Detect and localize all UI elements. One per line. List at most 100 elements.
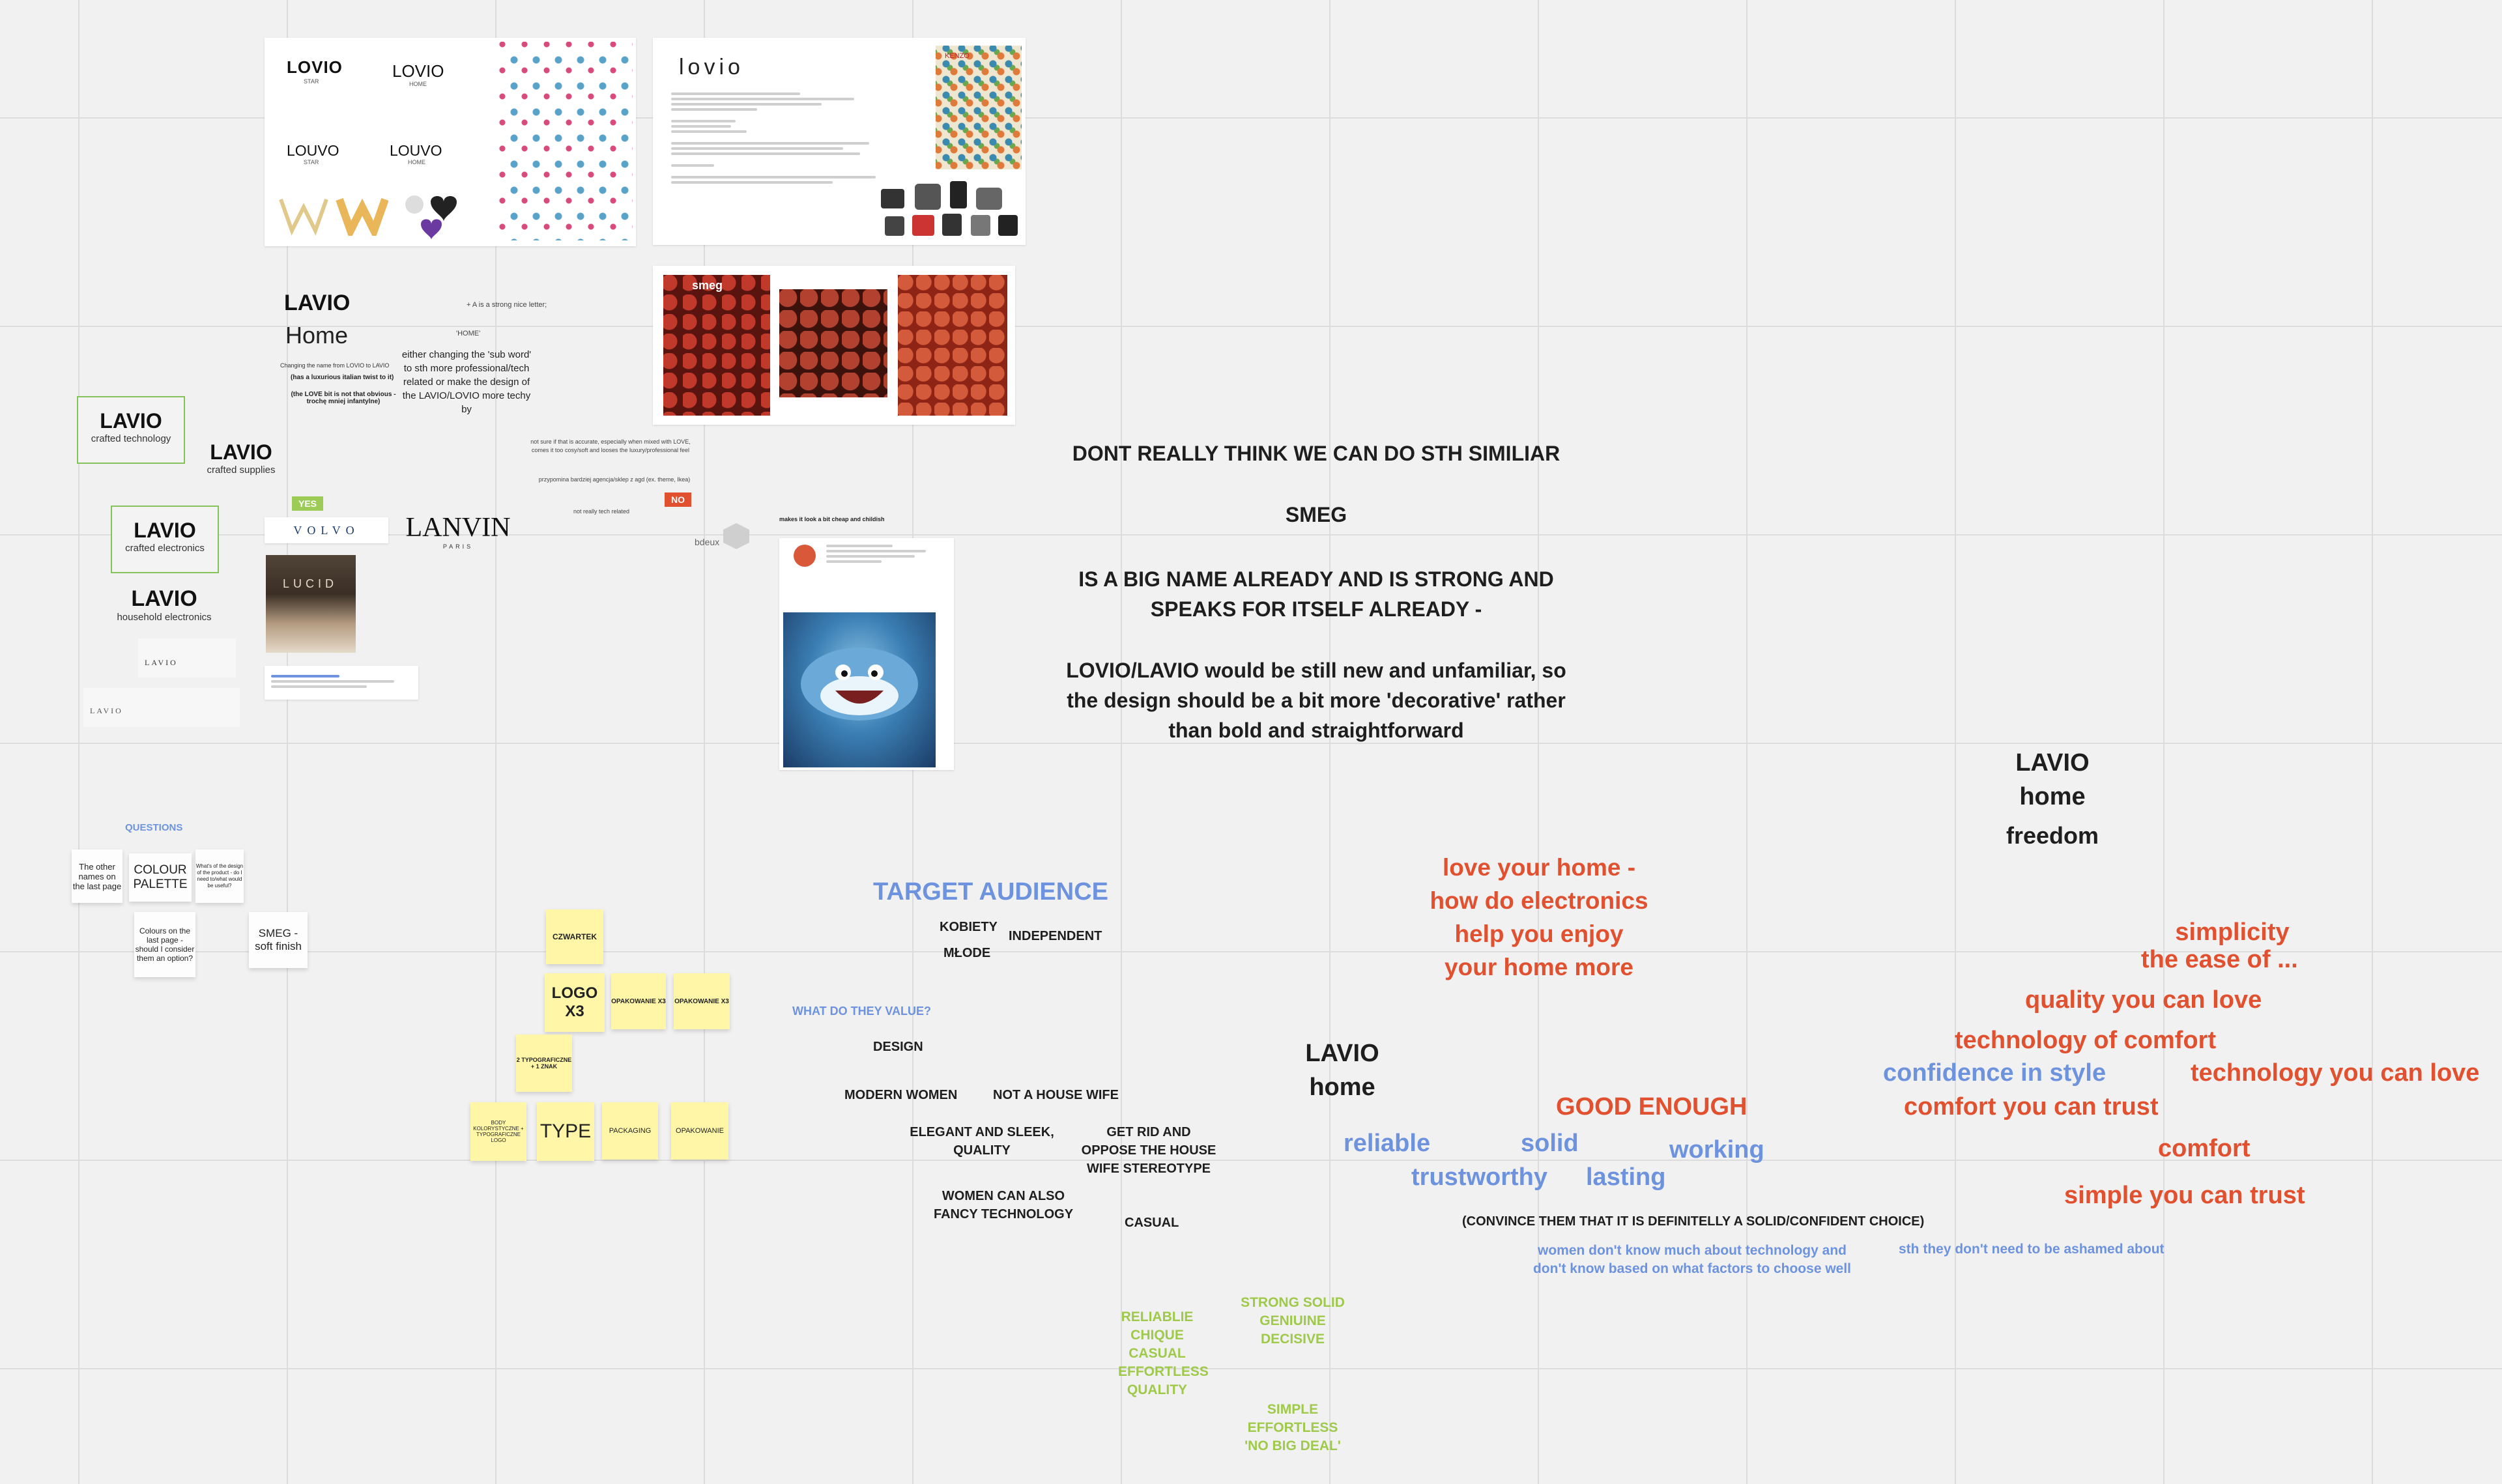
women-tech-note: women don't know much about technology a… [1532, 1243, 1852, 1276]
task-packaging[interactable]: PACKAGING [602, 1102, 658, 1160]
logo-exploration-frame[interactable]: LOVIO STAR LOVIO HOME LOUVO STAR LOUVO H… [265, 38, 636, 246]
word-comfort-trust: comfort you can trust [1904, 1093, 2159, 1120]
center-lavio-home: home [1309, 1074, 1375, 1101]
logo-lovio-home: LOVIO [392, 61, 444, 81]
lavio-home-title: LAVIO [284, 291, 351, 315]
word-comfort: comfort [2158, 1135, 2250, 1162]
smeg-statement-line4: LOVIO/LAVIO would be still new and unfam… [1066, 659, 1566, 742]
value-get-rid: GET RID AND OPPOSE THE HOUSE WIFE STEREO… [1081, 1125, 1216, 1176]
questions-title: QUESTIONS [125, 822, 183, 833]
lavio-crafted-supplies: LAVIO crafted supplies [195, 440, 287, 476]
center-lavio-name: LAVIO [1305, 1040, 1379, 1067]
home-quote-note: 'HOME' [456, 330, 481, 337]
sub-word-note: either changing the 'sub word' to sth mo… [401, 349, 532, 415]
lavio-crafted-electronics-card[interactable]: LAVIO crafted electronics [111, 506, 219, 573]
value-elegant-sleek: ELEGANT AND SLEEK, QUALITY [910, 1125, 1054, 1158]
smeg-mixer-image [663, 275, 770, 416]
lanvin-wordmark: LANVIN [405, 513, 511, 543]
task-opakowanie-3[interactable]: OPAKOWANIE [671, 1102, 728, 1160]
green-words-reliable: RELIABLIE CHIQUE CASUAL EFFORTLESS QUALI… [1118, 1309, 1209, 1397]
smeg-reference-frame[interactable]: smeg [653, 266, 1015, 425]
website-screenshot-1: LAVIO [138, 638, 236, 678]
smeg-statement-line1: DONT REALLY THINK WE CAN DO STH SIMILIAR [1072, 442, 1560, 465]
social-profile-screenshot [779, 538, 954, 770]
small-wordmark: LAVIO [90, 706, 123, 715]
not-ashamed-note: sth they don't need to be ashamed about [1899, 1242, 2164, 1257]
question-smeg-finish[interactable]: SMEG - soft finish [249, 912, 308, 968]
word-tech-love: technology you can love [2191, 1059, 2480, 1087]
lavio-household-electronics: LAVIO household electronics [104, 586, 224, 623]
word-quality-love: quality you can love [2025, 986, 2262, 1014]
logo-louvo-home: LOUVO [390, 142, 442, 159]
lavio-home-subtitle: Home [285, 322, 349, 349]
task-type[interactable]: TYPE [537, 1102, 594, 1161]
variant-sub: crafted supplies [207, 464, 276, 476]
green-words-simple: SIMPLE EFFORTLESS 'NO BIG DEAL' [1244, 1402, 1341, 1453]
shark-icon [801, 648, 918, 721]
kenzo-tag: KENZO [945, 52, 970, 60]
lavio-crafted-technology-card[interactable]: LAVIO crafted technology [77, 396, 185, 464]
variant-sub: household electronics [117, 612, 212, 623]
word-trustworthy: trustworthy [1411, 1163, 1547, 1191]
lanvin-sub: PARIS [442, 543, 474, 550]
word-tech-comfort: technology of comfort [1955, 1027, 2217, 1054]
volvo-logo-card: VOLVO [265, 517, 388, 543]
shark-image [783, 612, 936, 767]
heart-logo-icon [405, 195, 457, 240]
value-fancy-tech: WOMEN CAN ALSO FANCY TECHNOLOGY [933, 1189, 1074, 1221]
smeg-statement-line3: IS A BIG NAME ALREADY AND IS STRONG AND … [1078, 567, 1554, 621]
search-result-card [265, 666, 418, 700]
website-screenshot-2: LAVIO [83, 688, 240, 727]
variant-name: LAVIO [134, 519, 196, 542]
word-working: working [1669, 1136, 1764, 1163]
italian-twist-note: (has a luxurious italian twist to it) [291, 374, 394, 381]
lovio-wordmark: lovio [679, 55, 744, 79]
task-typograficzne[interactable]: 2 TYPOGRAFICZNE + 1 ZNAK [516, 1035, 572, 1092]
task-opakowanie-2[interactable]: OPAKOWANIE X3 [674, 973, 730, 1029]
brand-reference-frame[interactable]: lovio KENZO [653, 38, 1026, 245]
values-title: WHAT DO THEY VALUE? [792, 1005, 931, 1018]
question-colour-palette[interactable]: COLOUR PALETTE [129, 853, 192, 902]
question-other-names[interactable]: The other names on the last page [72, 849, 122, 903]
lavio-freedom-name: LAVIO [2015, 749, 2090, 777]
logo-louvo-star: LOUVO [287, 142, 339, 159]
variant-sub: crafted electronics [125, 543, 205, 554]
word-good-enough: GOOD ENOUGH [1556, 1093, 1747, 1120]
variant-name: LAVIO [210, 440, 272, 464]
question-product-design[interactable]: What's of the design of the product - do… [195, 849, 244, 903]
logo-louvo-home-sub: HOME [408, 159, 425, 165]
smeg-label: smeg [692, 279, 723, 292]
word-confidence-style: confidence in style [1883, 1059, 2107, 1087]
value-casual: CASUAL [1125, 1216, 1179, 1230]
volvo-wordmark: VOLVO [293, 524, 360, 537]
logo-lovio-star: LOVIO [287, 57, 343, 77]
task-logo-x3[interactable]: LOGO X3 [545, 973, 605, 1032]
convince-note: (CONVINCE THEM THAT IT IS DEFINITELLY A … [1462, 1214, 1925, 1229]
variant-name: LAVIO [100, 409, 162, 433]
icon-grid [499, 42, 633, 240]
task-body-kolorystyczne[interactable]: BODY KOLORYSTYCZNE + TYPOGRAFICZNE LOGO [470, 1102, 526, 1161]
smeg-blender-image [779, 289, 887, 397]
love-your-home-note: love your home - how do electronics help… [1430, 854, 1648, 980]
variant-sub: crafted technology [91, 433, 171, 444]
question-last-page-colours[interactable]: Colours on the last page - should I cons… [134, 912, 195, 977]
variant-name: LAVIO [131, 586, 197, 611]
word-simple-trust: simple you can trust [2064, 1182, 2305, 1209]
strong-letter-note: + A is a strong nice letter; [467, 301, 547, 309]
agd-shop-bullet: przypomina bardziej agencja/sklep z agd … [538, 476, 691, 483]
cheap-childish-note: makes it look a bit cheap and childish [779, 516, 885, 522]
task-opakowanie-1[interactable]: OPAKOWANIE X3 [611, 973, 666, 1029]
bdeux-wordmark: bdeux [695, 537, 720, 547]
love-cosy-bullet: not sure if that is accurate, especially… [530, 438, 691, 453]
task-czwartek[interactable]: CZWARTEK [546, 909, 603, 964]
green-words-strong: STRONG SOLID GENIUINE DECISIVE [1241, 1295, 1345, 1347]
small-wordmark: LAVIO [145, 658, 178, 667]
word-ease-of: the ease of ... [2141, 946, 2298, 973]
lucid-building-image: LUCID [266, 555, 356, 653]
profile-avatar [794, 545, 816, 567]
value-not-house-wife: NOT A HOUSE WIFE [993, 1088, 1119, 1102]
lucid-wordmark: LUCID [283, 577, 338, 590]
word-lasting: lasting [1586, 1163, 1666, 1191]
kitchen-appliances-icon [881, 181, 1018, 236]
bdeux-product: bdeux [671, 520, 762, 578]
